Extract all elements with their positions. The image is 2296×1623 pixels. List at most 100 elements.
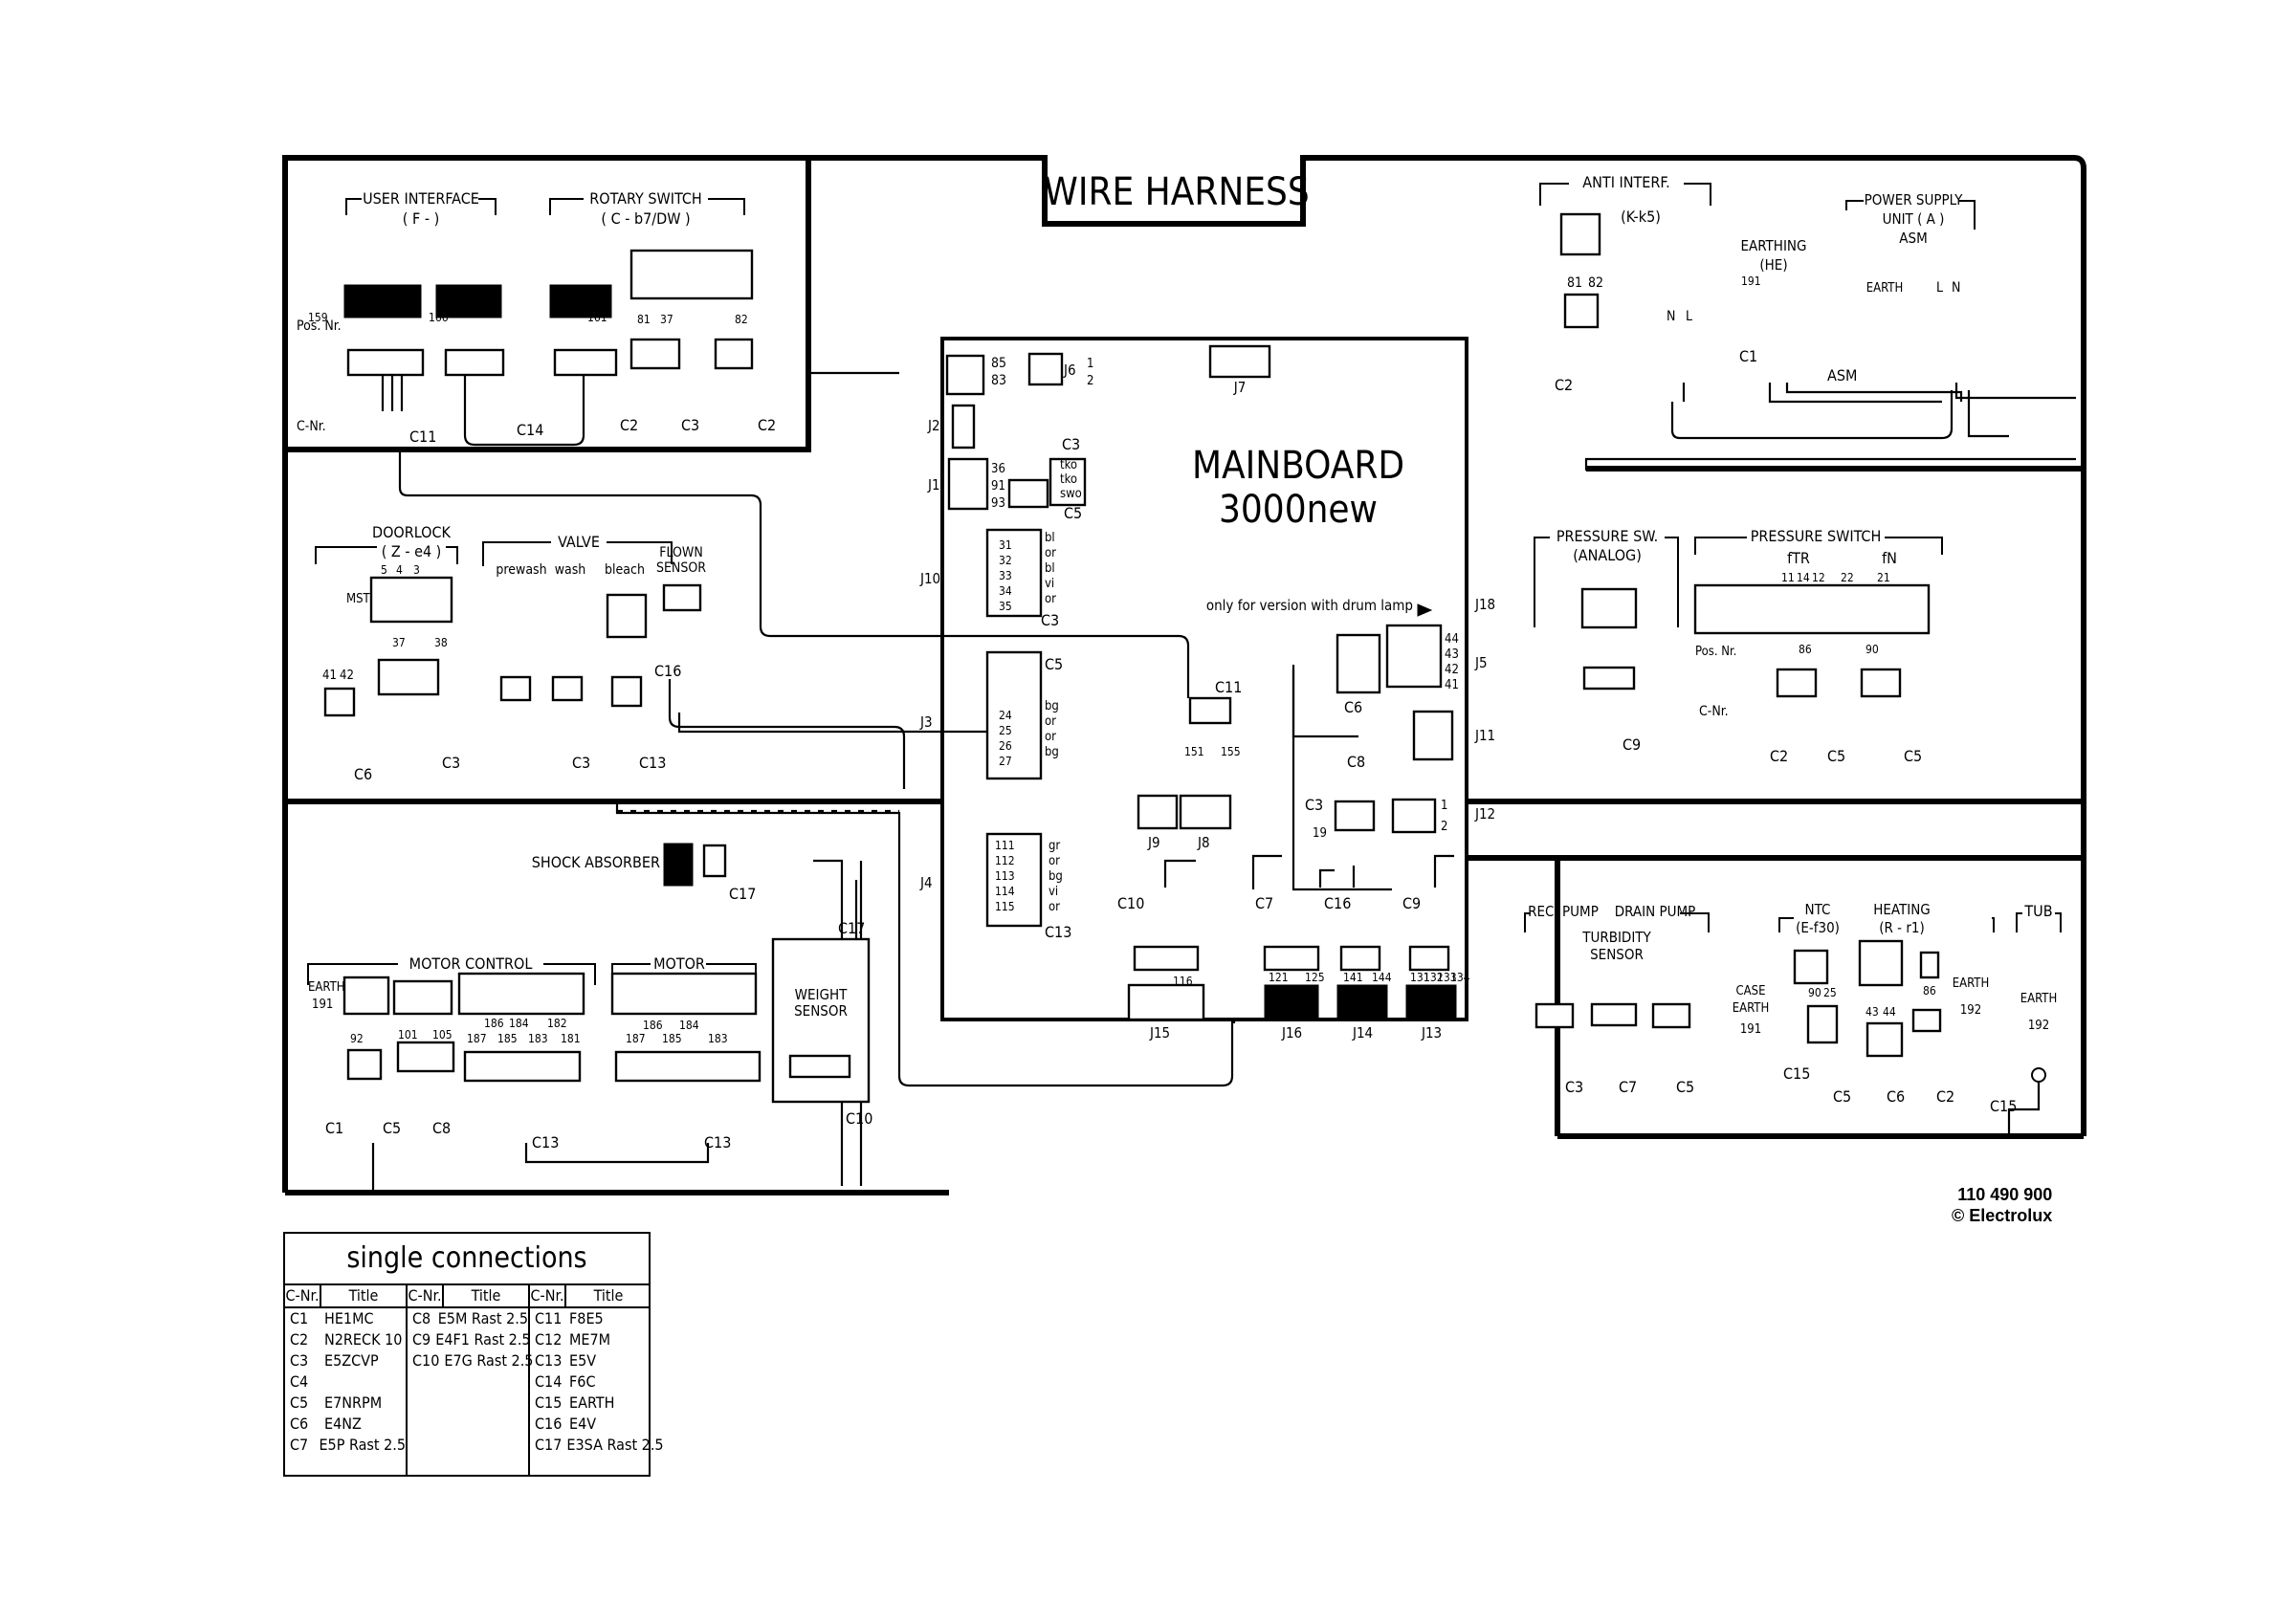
pin-number: 182 bbox=[547, 1017, 567, 1030]
pin-number: 86 bbox=[1923, 984, 1936, 998]
pin-number: 141 bbox=[1343, 971, 1363, 984]
svg-text:J8: J8 bbox=[1197, 834, 1210, 851]
svg-text:J5: J5 bbox=[1474, 654, 1488, 671]
svg-text:J15: J15 bbox=[1149, 1024, 1170, 1042]
svg-text:C5: C5 bbox=[1045, 655, 1063, 673]
sc-row: C11 F8E5 bbox=[530, 1308, 651, 1329]
pin-number: 35 bbox=[999, 600, 1012, 613]
pump-heater-area: REC. PUMP DRAIN PUMP TURBIDITY SENSOR C3… bbox=[1524, 901, 2062, 1136]
pin-number: 14 bbox=[1797, 571, 1810, 584]
svg-text:C2: C2 bbox=[1770, 747, 1788, 765]
svg-text:C6: C6 bbox=[1344, 698, 1362, 716]
pin-number: 187 bbox=[626, 1032, 646, 1045]
svg-text:C3: C3 bbox=[1062, 435, 1080, 453]
svg-text:(K-k5): (K-k5) bbox=[1621, 208, 1661, 226]
pin-number: 144 bbox=[1372, 971, 1392, 984]
svg-text:MOTOR CONTROL: MOTOR CONTROL bbox=[409, 954, 533, 973]
sc-cnr: C16 bbox=[535, 1415, 563, 1433]
sc-cnr: C11 bbox=[535, 1309, 563, 1327]
svg-text:EARTH: EARTH bbox=[1953, 976, 1990, 991]
svg-text:or: or bbox=[1045, 546, 1056, 560]
sc-row: C4 bbox=[285, 1371, 406, 1393]
svg-text:C11: C11 bbox=[409, 428, 436, 446]
pin-number: 26 bbox=[999, 739, 1012, 753]
svg-text:44: 44 bbox=[1445, 632, 1459, 647]
svg-text:POWER SUPPLY: POWER SUPPLY bbox=[1865, 191, 1964, 208]
svg-text:C3: C3 bbox=[1305, 796, 1323, 814]
pin-number: 187 bbox=[467, 1032, 487, 1045]
sc-cnr: C3 bbox=[290, 1351, 309, 1370]
pin-number: 11 bbox=[1781, 571, 1795, 584]
sc-cnr: C1 bbox=[290, 1309, 309, 1327]
svg-text:J18: J18 bbox=[1474, 596, 1495, 613]
svg-text:C5: C5 bbox=[1064, 504, 1082, 522]
pin-number: 37 bbox=[392, 636, 406, 649]
pin-number: 24 bbox=[999, 709, 1012, 722]
svg-text:L: L bbox=[1936, 280, 1943, 296]
pin-number: 185 bbox=[662, 1032, 682, 1045]
svg-text:Pos. Nr.: Pos. Nr. bbox=[1695, 645, 1736, 659]
sc-title: EARTH bbox=[569, 1393, 615, 1412]
svg-text:J10: J10 bbox=[919, 570, 940, 587]
svg-text:C13: C13 bbox=[639, 754, 666, 772]
svg-text:SHOCK ABSORBER: SHOCK ABSORBER bbox=[532, 853, 660, 871]
sc-cnr: C14 bbox=[535, 1372, 563, 1391]
svg-text:191: 191 bbox=[1740, 1022, 1761, 1037]
svg-text:C5: C5 bbox=[1676, 1078, 1694, 1096]
svg-text:C2: C2 bbox=[1555, 376, 1573, 394]
pin-number: 111 bbox=[995, 839, 1015, 852]
svg-text:gr: gr bbox=[1049, 839, 1060, 853]
sc-cnr: C13 bbox=[535, 1351, 563, 1370]
sc-header-title: Title bbox=[471, 1286, 501, 1305]
pin-number: 25 bbox=[999, 724, 1012, 737]
svg-text:bl: bl bbox=[1045, 561, 1055, 576]
svg-text:C2: C2 bbox=[1936, 1087, 1954, 1106]
pin-number: 4 bbox=[396, 563, 403, 577]
svg-text:C5: C5 bbox=[383, 1119, 401, 1137]
mainboard-version: 3000new bbox=[1219, 488, 1378, 532]
harness-title: WIRE HARNESS bbox=[1044, 170, 1309, 214]
sc-cnr: C9 bbox=[412, 1330, 431, 1349]
pin-number: 186 bbox=[643, 1019, 663, 1032]
svg-text:C1: C1 bbox=[1739, 347, 1757, 365]
pin-number: 161 bbox=[587, 311, 607, 324]
motor-area: SHOCK ABSORBER C17 C17 WEIGHT SENSOR C10… bbox=[307, 843, 872, 1151]
pin-number: 132 bbox=[1424, 971, 1444, 984]
sc-title: F8E5 bbox=[569, 1309, 604, 1327]
svg-text:42: 42 bbox=[340, 669, 354, 683]
svg-text:Pos. Nr.: Pos. Nr. bbox=[297, 318, 342, 334]
wire-bundles bbox=[371, 371, 2076, 1193]
pin-number: 112 bbox=[995, 854, 1015, 867]
svg-text:41: 41 bbox=[1445, 678, 1459, 692]
svg-text:PRESSURE SWITCH: PRESSURE SWITCH bbox=[1751, 527, 1882, 545]
svg-text:C5: C5 bbox=[1833, 1087, 1851, 1106]
svg-text:N: N bbox=[1952, 280, 1960, 296]
sc-header-cnr: C-Nr. bbox=[530, 1285, 566, 1306]
svg-text:J9: J9 bbox=[1147, 834, 1160, 851]
single-connections-title: single connections bbox=[285, 1234, 649, 1285]
pin-number: 44 bbox=[1883, 1005, 1896, 1019]
svg-text:UNIT ( A ): UNIT ( A ) bbox=[1883, 210, 1945, 228]
pressure-area: PRESSURE SW. (ANALOG) C9 PRESSURE SWITCH… bbox=[1534, 527, 1943, 765]
pin-number: 22 bbox=[1841, 571, 1854, 584]
svg-text:192: 192 bbox=[2028, 1019, 2049, 1033]
svg-text:bg: bg bbox=[1049, 869, 1063, 884]
sc-header-title: Title bbox=[593, 1286, 624, 1305]
sc-cnr: C8 bbox=[412, 1309, 431, 1327]
svg-text:J4: J4 bbox=[919, 874, 933, 891]
outer-frame bbox=[282, 155, 2086, 1193]
svg-text:swo: swo bbox=[1060, 487, 1082, 501]
svg-text:vi: vi bbox=[1049, 885, 1058, 899]
svg-text:or: or bbox=[1045, 730, 1056, 744]
pin-number: 151 bbox=[1184, 745, 1204, 758]
svg-text:J7: J7 bbox=[1233, 379, 1247, 396]
svg-text:SENSOR: SENSOR bbox=[1590, 946, 1644, 963]
svg-text:C11: C11 bbox=[1215, 678, 1242, 696]
svg-text:vi: vi bbox=[1045, 577, 1054, 591]
svg-text:C5: C5 bbox=[1904, 747, 1922, 765]
sc-cnr: C17 bbox=[535, 1436, 563, 1454]
svg-text:C9: C9 bbox=[1623, 735, 1641, 754]
